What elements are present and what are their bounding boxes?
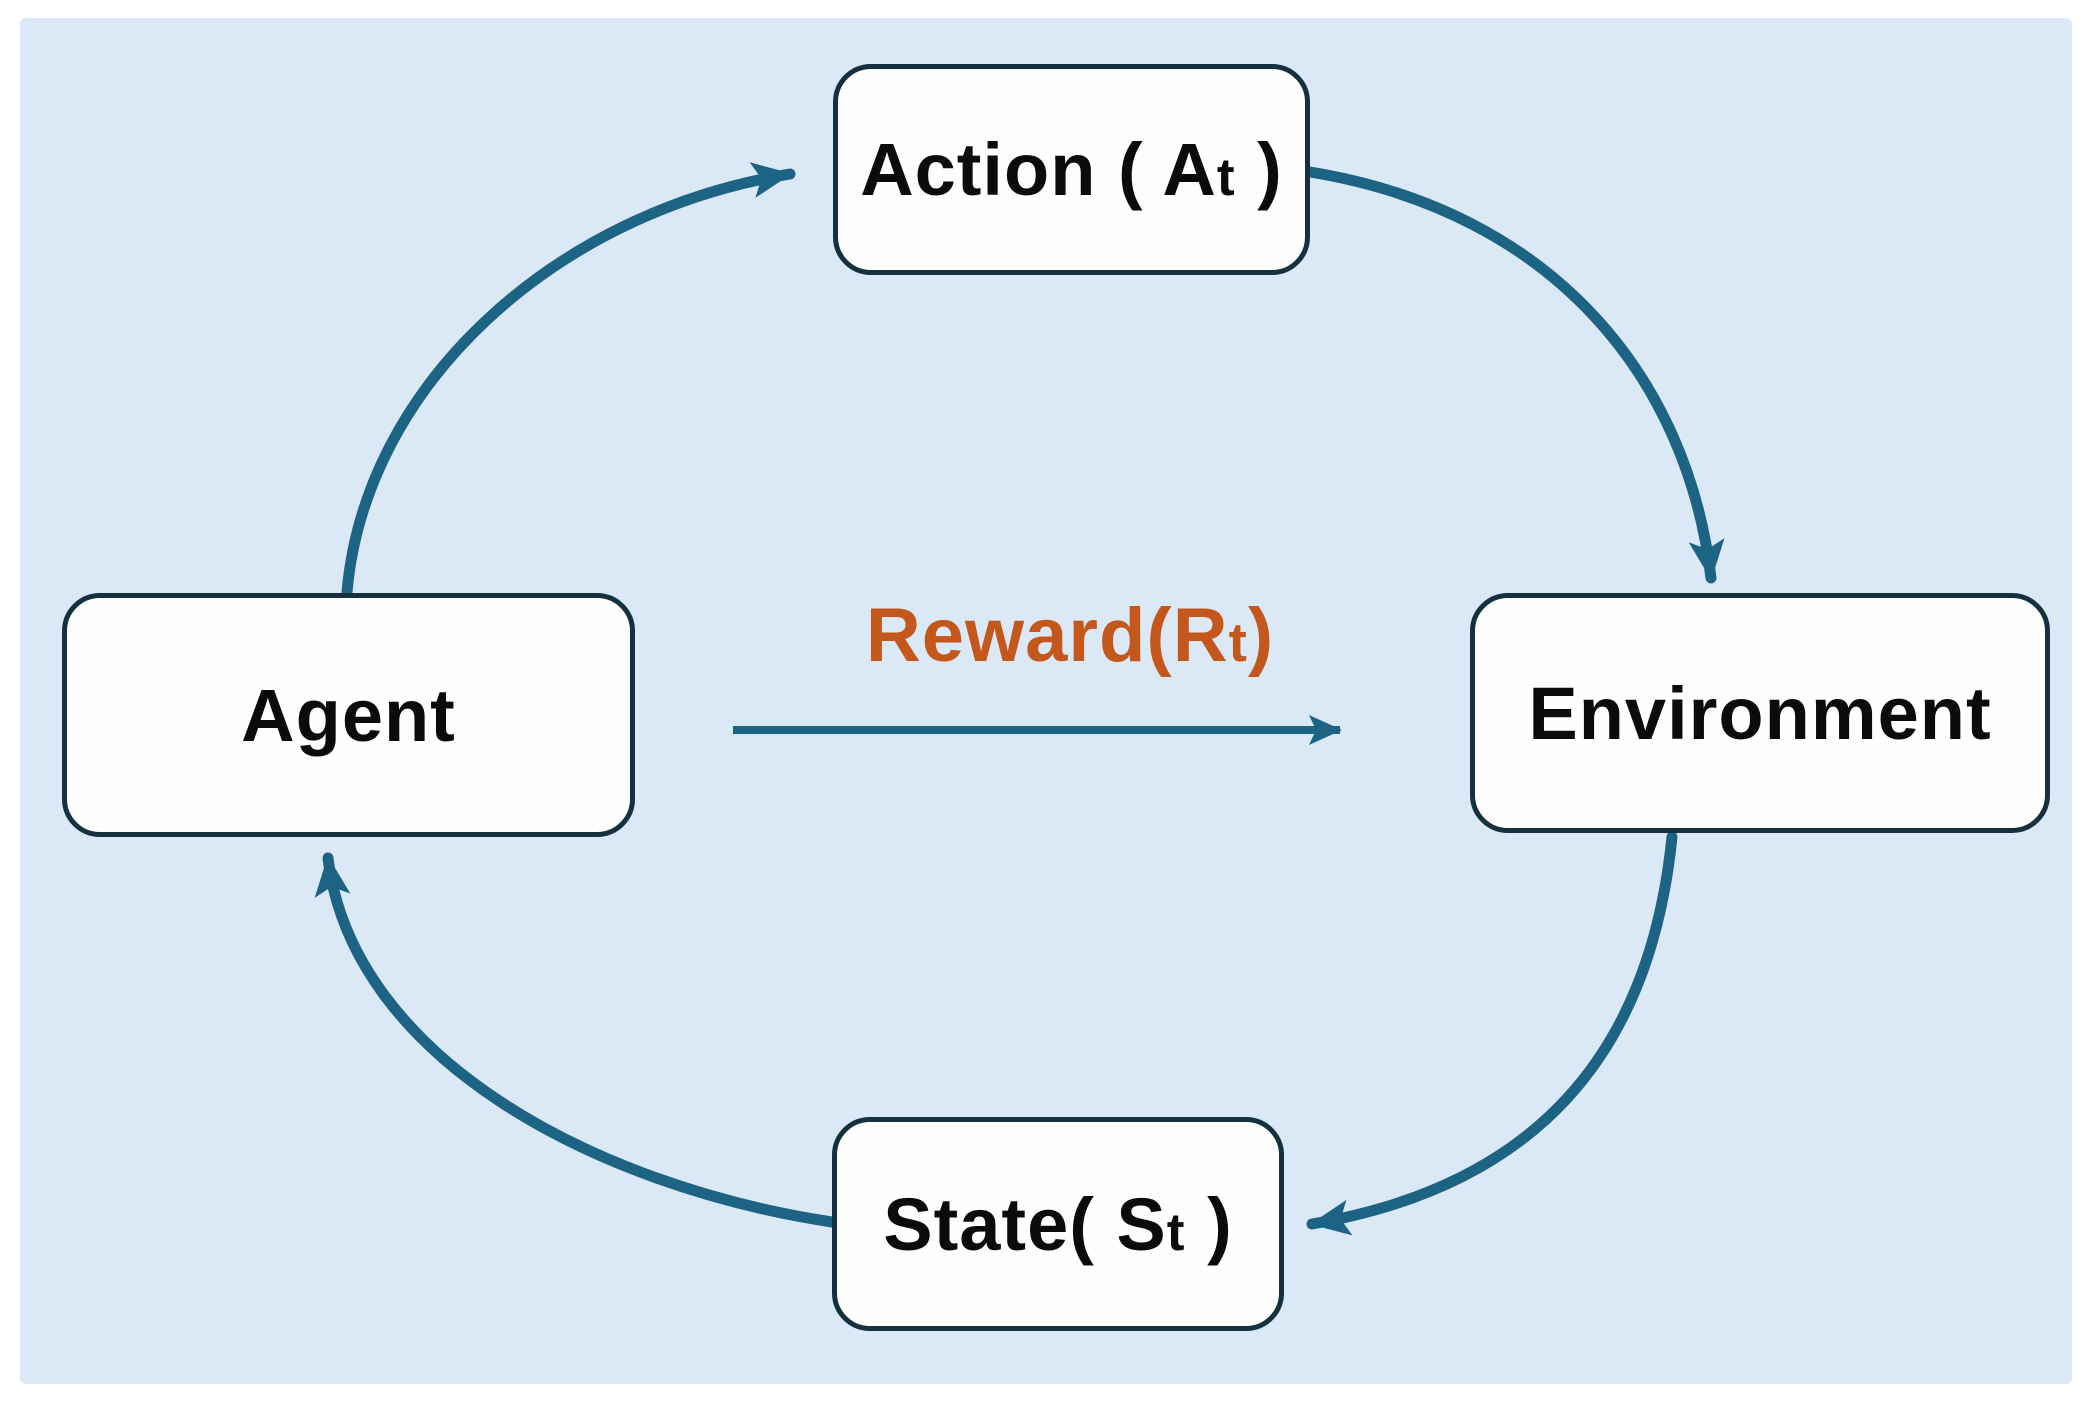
reward-label-post: ) xyxy=(1247,593,1275,678)
arrow-environment-to-state xyxy=(1306,831,1678,1236)
node-state: State( St ) xyxy=(832,1117,1284,1331)
node-action-label-post: ) xyxy=(1235,128,1283,211)
arrow-state-to-agent xyxy=(314,852,838,1228)
node-agent: Agent xyxy=(62,593,635,837)
node-state-label-post: ) xyxy=(1185,1182,1233,1266)
node-action-label-pre: Action ( A xyxy=(860,128,1217,211)
node-state-label-pre: State( S xyxy=(883,1182,1167,1266)
node-environment: Environment xyxy=(1470,593,2050,833)
reward-edge-label: Reward(Rt) xyxy=(866,592,1274,679)
node-agent-label: Agent xyxy=(241,673,456,757)
node-state-label-subscript: t xyxy=(1166,1202,1186,1262)
reward-label-pre: Reward(R xyxy=(865,593,1229,678)
reward-label-subscript: t xyxy=(1228,611,1248,673)
node-action-label: Action ( At ) xyxy=(860,127,1283,212)
arrow-agent-to-action xyxy=(341,162,796,598)
node-action-label-subscript: t xyxy=(1216,148,1236,207)
node-action: Action ( At ) xyxy=(833,64,1310,275)
arrow-action-to-environment xyxy=(1304,166,1725,584)
node-environment-label: Environment xyxy=(1528,671,1992,755)
node-state-label: State( St ) xyxy=(883,1182,1232,1267)
